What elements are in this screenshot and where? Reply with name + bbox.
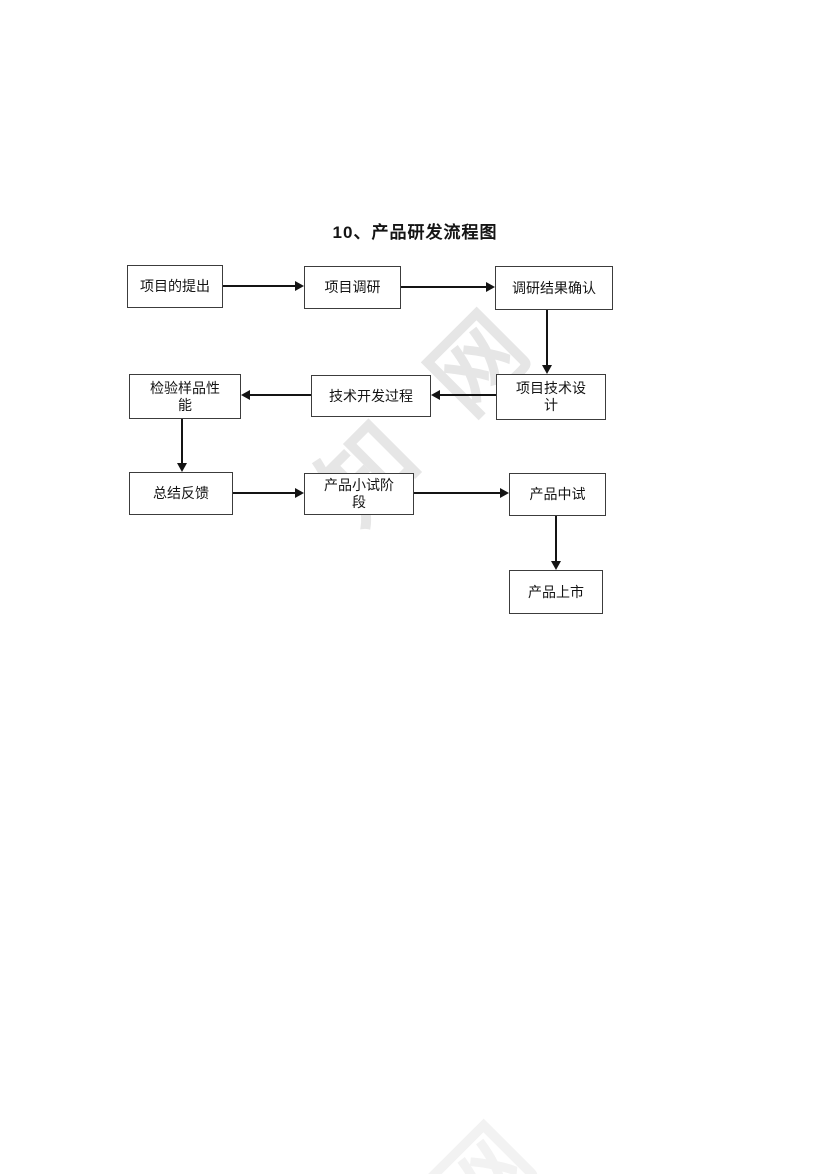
arrow-shaft [414,492,501,494]
arrow-shaft [546,310,548,366]
arrow-shaft [439,394,496,396]
flow-node-sample-test: 检验样品性 能 [129,374,241,419]
arrow-head [431,390,440,400]
flow-node-survey: 项目调研 [304,266,401,309]
arrow-head [551,561,561,570]
arrow-shaft [401,286,487,288]
watermark-text-bottom: 知网 [290,1046,603,1174]
arrow-head [241,390,250,400]
flow-node-feedback: 总结反馈 [129,472,233,515]
flow-node-mid-trial: 产品中试 [509,473,606,516]
arrow-head [177,463,187,472]
page-title: 10、产品研发流程图 [332,223,498,242]
flow-node-launch: 产品上市 [509,570,603,614]
arrow-shaft [249,394,311,396]
flow-node-proposal: 项目的提出 [127,265,223,308]
arrow-head [542,365,552,374]
arrow-shaft [233,492,296,494]
flow-node-small-trial: 产品小试阶 段 [304,473,414,515]
flow-node-confirm: 调研结果确认 [495,266,613,310]
arrow-head [295,281,304,291]
arrow-head [486,282,495,292]
arrow-shaft [223,285,296,287]
arrow-head [295,488,304,498]
flow-node-tech-design: 项目技术设 计 [496,374,606,420]
arrow-shaft [555,516,557,562]
arrow-shaft [181,419,183,464]
flow-node-development: 技术开发过程 [311,375,431,417]
arrow-head [500,488,509,498]
